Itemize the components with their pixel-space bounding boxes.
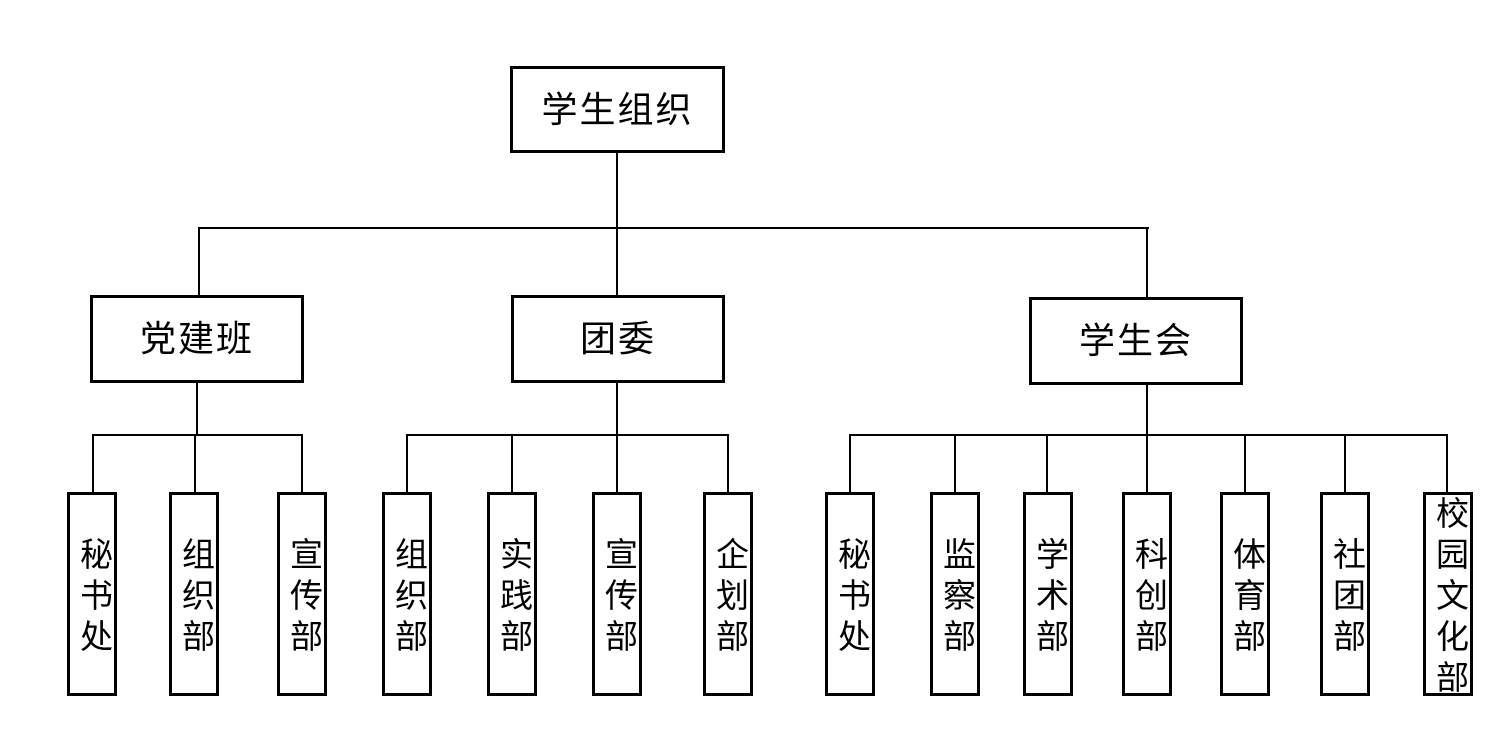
- connector-party-bus: [92, 434, 303, 436]
- leaf-league-practice-dept: 实践部: [487, 492, 537, 696]
- connector-union-drop-5: [1244, 434, 1246, 492]
- node-student-union-label: 学生会: [1078, 321, 1193, 361]
- connector-union-drop-4: [1146, 434, 1148, 492]
- leaf-union-secretariat-label: 秘书处: [832, 536, 869, 660]
- leaf-league-planning-dept-label: 企划部: [710, 536, 747, 660]
- leaf-union-academic-dept-label: 学术部: [1030, 536, 1067, 660]
- connector-league-drop-4: [727, 434, 729, 492]
- leaf-union-sci-tech-innovation-dept: 科创部: [1122, 492, 1172, 696]
- connector-union-drop-3: [1046, 434, 1048, 492]
- leaf-league-publicity-dept-label: 宣传部: [599, 536, 636, 660]
- connector-league-drop-3: [616, 434, 618, 492]
- leaf-party-publicity-dept: 宣传部: [277, 492, 327, 696]
- leaf-union-clubs-dept-label: 社团部: [1327, 536, 1364, 660]
- connector-drop-party: [198, 227, 200, 295]
- connector-union-drop-2: [954, 434, 956, 492]
- node-youth-league-committee-label: 团委: [579, 319, 656, 359]
- node-party-building-class: 党建班: [90, 295, 304, 383]
- connector-union-stem: [1146, 385, 1148, 436]
- connector-league-drop-1: [406, 434, 408, 492]
- leaf-party-secretariat-label: 秘书处: [74, 536, 111, 660]
- leaf-league-organization-dept-label: 组织部: [389, 536, 426, 660]
- connector-union-bus: [849, 434, 1448, 436]
- leaf-league-planning-dept: 企划部: [703, 492, 753, 696]
- leaf-league-practice-dept-label: 实践部: [494, 536, 531, 660]
- leaf-party-organization-dept-label: 组织部: [176, 536, 213, 660]
- leaf-league-publicity-dept: 宣传部: [592, 492, 642, 696]
- connector-union-drop-7: [1446, 434, 1448, 492]
- connector-union-drop-6: [1344, 434, 1346, 492]
- connector-level1-bus: [199, 227, 1149, 229]
- leaf-union-academic-dept: 学术部: [1023, 492, 1073, 696]
- node-student-organization-label: 学生组织: [541, 89, 694, 130]
- connector-party-drop-2: [194, 434, 196, 492]
- leaf-union-campus-culture-dept: 校园文化部: [1423, 492, 1473, 701]
- leaf-party-secretariat: 秘书处: [67, 492, 117, 696]
- connector-union-drop-1: [849, 434, 851, 492]
- node-student-union: 学生会: [1029, 297, 1243, 385]
- leaf-union-supervision-dept: 监察部: [930, 492, 980, 696]
- leaf-union-sci-tech-innovation-dept-label: 科创部: [1129, 536, 1166, 660]
- connector-league-drop-2: [511, 434, 513, 492]
- leaf-party-publicity-dept-label: 宣传部: [284, 536, 321, 660]
- leaf-union-secretariat: 秘书处: [825, 492, 875, 696]
- leaf-union-sports-dept-label: 体育部: [1227, 536, 1264, 660]
- leaf-union-sports-dept: 体育部: [1220, 492, 1270, 696]
- leaf-party-organization-dept: 组织部: [169, 492, 219, 696]
- leaf-union-campus-culture-dept-label: 校园文化部: [1430, 495, 1467, 701]
- connector-party-drop-1: [92, 434, 94, 492]
- connector-drop-union: [1146, 227, 1148, 297]
- connector-drop-league: [616, 227, 618, 295]
- connector-party-stem: [196, 383, 198, 436]
- connector-league-stem: [616, 383, 618, 436]
- node-party-building-class-label: 党建班: [139, 319, 254, 359]
- connector-root-stem: [616, 153, 618, 229]
- leaf-league-organization-dept: 组织部: [382, 492, 432, 696]
- connector-league-bus: [406, 434, 728, 436]
- leaf-union-clubs-dept: 社团部: [1320, 492, 1370, 696]
- node-youth-league-committee: 团委: [511, 295, 725, 383]
- leaf-union-supervision-dept-label: 监察部: [937, 536, 974, 660]
- connector-party-drop-3: [301, 434, 303, 492]
- node-student-organization: 学生组织: [510, 66, 725, 153]
